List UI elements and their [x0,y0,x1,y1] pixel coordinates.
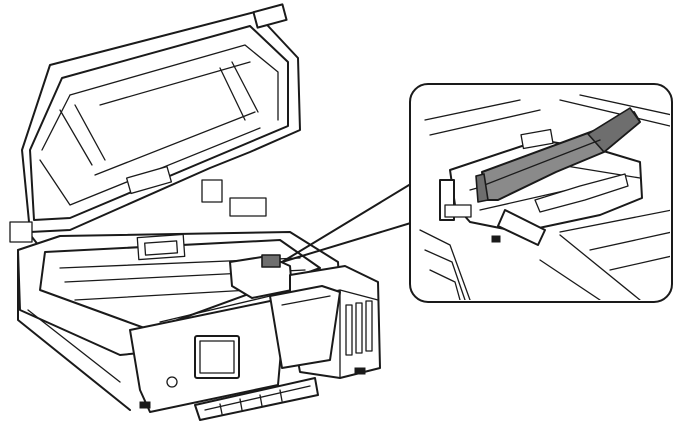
output-tray [194,377,319,421]
inset-lever [497,209,546,246]
printer-body [17,231,381,421]
power-button [166,376,178,388]
callout-leader [281,181,415,263]
scanner-lid [21,3,301,233]
panel-screen [194,335,240,379]
protective-tape-end [587,107,641,153]
printer [9,3,381,421]
zoom-inset [409,83,673,303]
lid-hinge [9,221,33,243]
tape-on-carriage [261,254,281,268]
